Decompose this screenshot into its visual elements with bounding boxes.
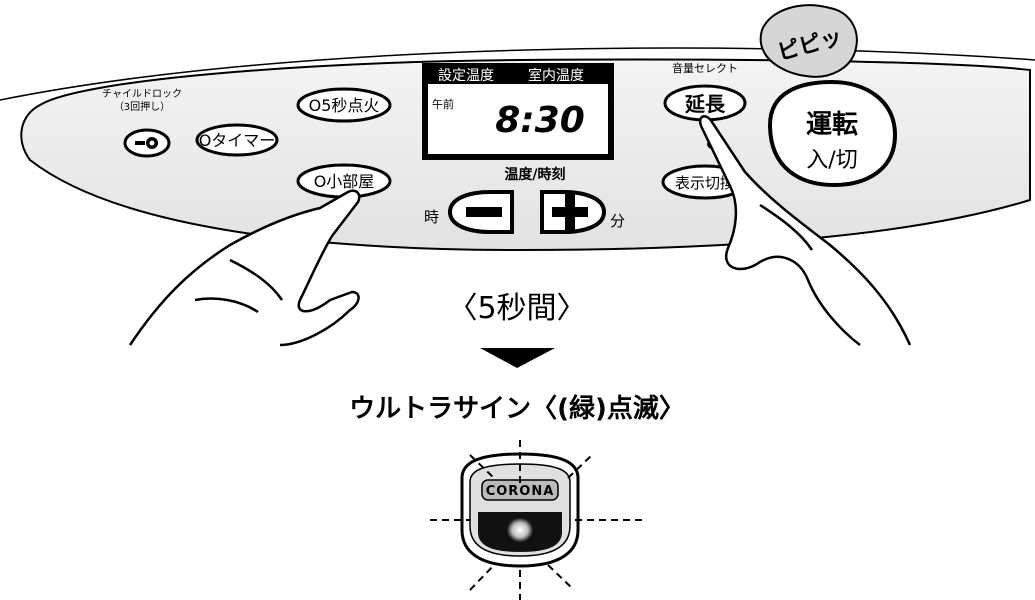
display-time: 8:30 <box>495 100 585 141</box>
duration-label: 〈5秒間〉 <box>447 291 586 326</box>
minute-label: 分 <box>610 212 625 230</box>
svg-text:入/切: 入/切 <box>806 148 857 173</box>
extend-button[interactable]: 延長 <box>663 84 747 122</box>
right-hand-illustration <box>698 115 912 346</box>
svg-text:運転: 運転 <box>806 110 858 140</box>
corona-brand-text: CORONA <box>486 484 555 499</box>
key-icon <box>135 137 158 149</box>
plus-button[interactable] <box>540 190 607 234</box>
panel-top-edge <box>0 47 1035 101</box>
minus-button[interactable] <box>447 190 514 234</box>
ultra-sign-indicator: CORONA <box>460 452 580 568</box>
key-button[interactable] <box>123 128 171 158</box>
display-set-temp: 設定温度 <box>438 68 494 84</box>
minus-icon <box>466 207 502 217</box>
flash-rays <box>430 440 645 600</box>
svg-text:表示切換: 表示切換 <box>675 174 735 192</box>
plus-icon <box>552 194 588 230</box>
display-room-temp: 室内温度 <box>528 67 584 84</box>
timer-button[interactable]: Oタイマー <box>195 123 279 157</box>
svg-text:延長: 延長 <box>684 92 726 116</box>
beep-badge: ピピッ <box>759 4 858 78</box>
status-caption: ウルトラサイン〈(緑)点滅〉 <box>349 393 685 424</box>
child-lock-label: チャイルドロック <box>102 88 182 100</box>
hour-label: 時 <box>424 208 439 226</box>
power-button[interactable]: 運転 入/切 <box>767 79 898 188</box>
lcd-display: 設定温度 室内温度 午前 8:30 <box>422 63 614 160</box>
left-hand-illustration <box>128 189 361 347</box>
svg-text:Oタイマー: Oタイマー <box>199 131 276 150</box>
green-sign-light <box>507 518 533 542</box>
child-lock-sub: （3回押し） <box>114 100 170 113</box>
volume-select-label: 音量セレクト <box>672 61 738 75</box>
temp-time-label: 温度/時刻 <box>504 166 565 183</box>
display-am: 午前 <box>432 97 454 111</box>
down-arrow-icon <box>480 348 555 368</box>
five-second-ignition-button[interactable]: O5秒点火 <box>296 87 392 123</box>
svg-text:O小部屋: O小部屋 <box>314 172 375 191</box>
svg-text:O5秒点火: O5秒点火 <box>309 96 380 115</box>
small-room-button[interactable]: O小部屋 <box>296 163 392 199</box>
